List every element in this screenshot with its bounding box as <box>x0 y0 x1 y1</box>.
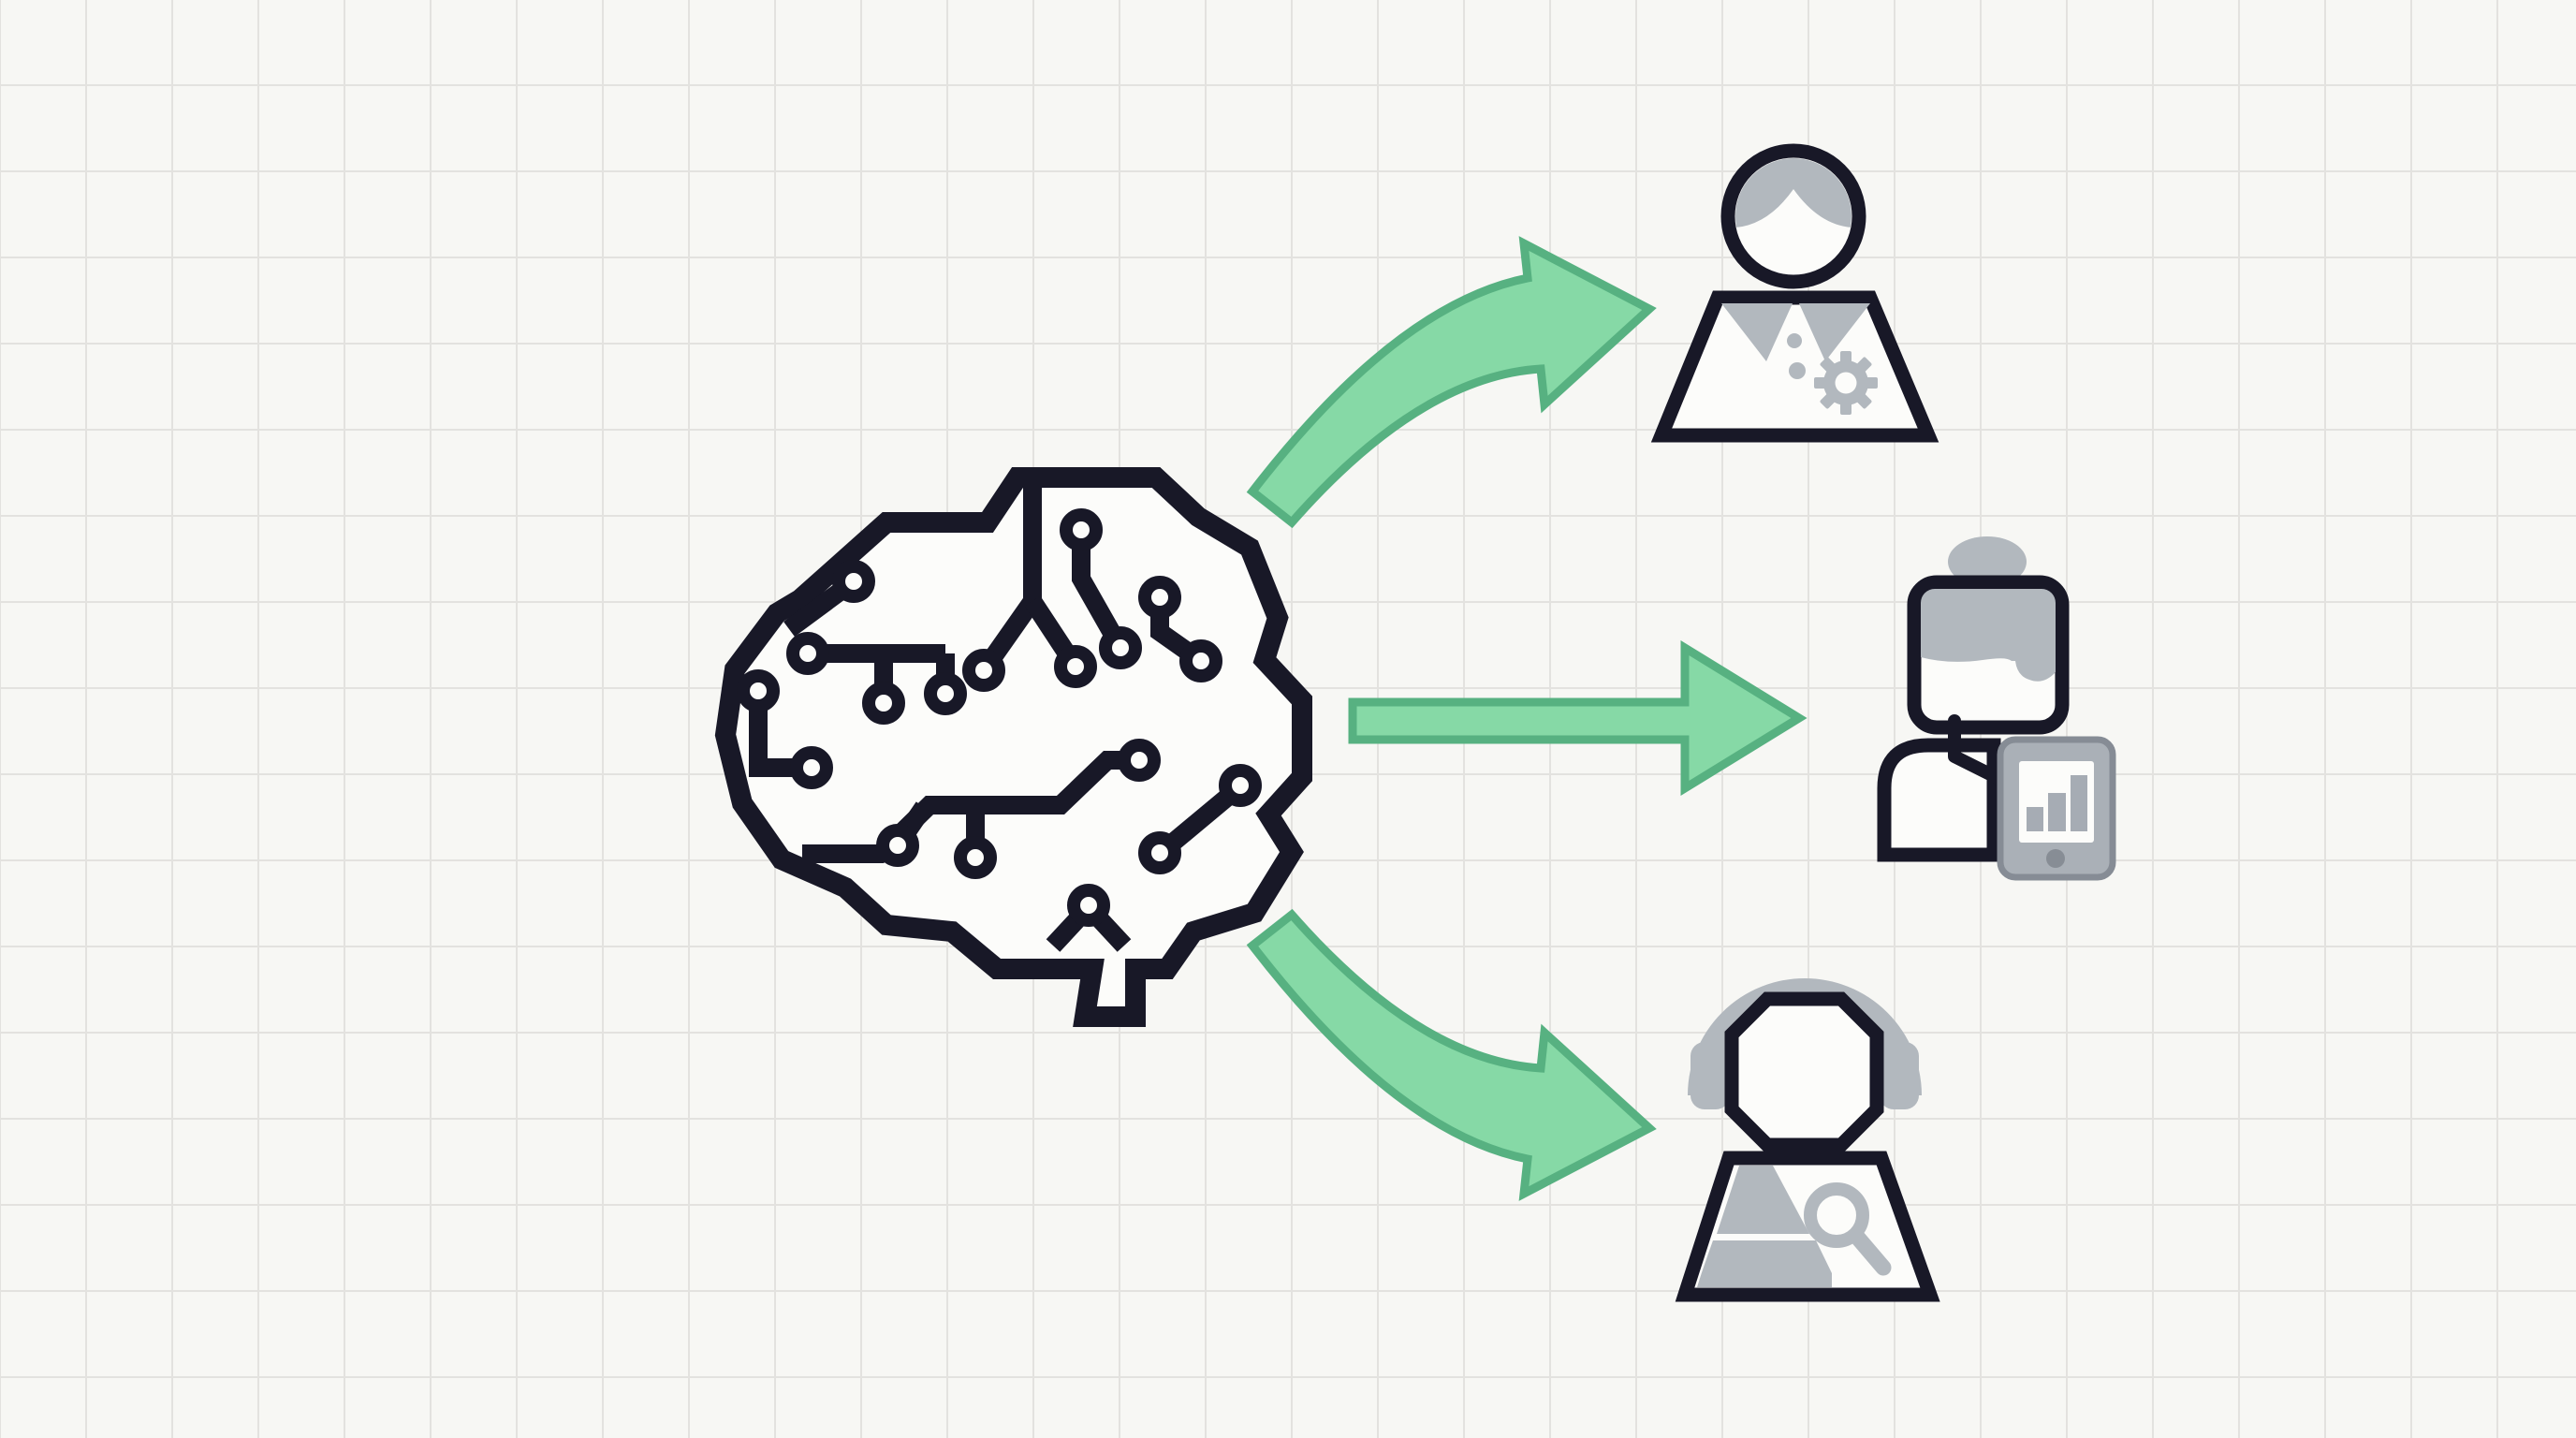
gear-icon <box>1814 351 1878 415</box>
circuit-brain-icon <box>714 467 1312 1027</box>
person3-head <box>1724 991 1884 1152</box>
magnifier-icon <box>1804 1182 1892 1276</box>
person2-hair <box>1921 589 2056 682</box>
headphones-earcup-right <box>1880 1042 1919 1109</box>
arrow-middle-icon <box>1348 639 1808 797</box>
headphones-earcup-left <box>1690 1042 1730 1109</box>
tablet-home-button <box>2046 849 2065 868</box>
person1-button-dot <box>1787 333 1802 348</box>
person2-hair-bun <box>1948 536 2027 587</box>
brain-circuit-nodes <box>737 508 1262 927</box>
person-gear-icon <box>1650 143 1939 443</box>
tablet-bar-chart-icon <box>1997 736 2116 881</box>
person1-button-dot <box>1789 362 1806 379</box>
person1-collar-right <box>1799 303 1870 361</box>
person-headset-icon <box>1675 978 1940 1302</box>
person1-hair <box>1735 158 1852 227</box>
arrow-bottom-icon <box>1246 908 1657 1201</box>
person-tablet-icon <box>1877 536 2116 881</box>
person1-collar-left <box>1721 303 1793 361</box>
person2-neck <box>1948 714 2017 791</box>
person3-sash <box>1697 1166 1832 1287</box>
tablet-bars <box>2027 775 2087 831</box>
arrow-top-icon <box>1246 236 1657 529</box>
